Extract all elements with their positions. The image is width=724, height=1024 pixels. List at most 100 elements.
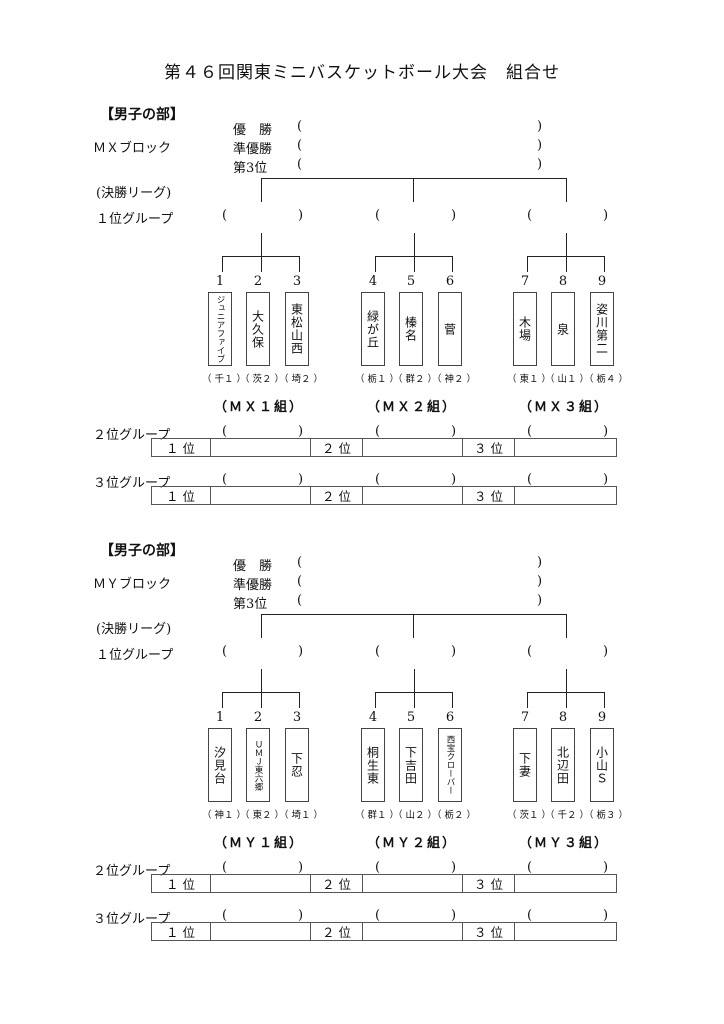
pool-bracket-mid-drop: [414, 256, 415, 272]
rank1-entry[interactable]: [211, 438, 311, 457]
team-number: 2: [253, 274, 263, 289]
team-name-box: ジュニアファイブ: [208, 292, 232, 366]
pool-bracket-stem: [566, 669, 567, 693]
pool-name: （ＭＸ１組）: [214, 400, 305, 415]
team-prefecture: （ 茨１ ）: [507, 810, 552, 821]
team-prefecture: （ 栃３ ）: [584, 810, 629, 821]
rank3-label: ３ 位: [463, 874, 515, 893]
rank2-label: ２ 位: [311, 438, 363, 457]
group1-close-paren: ): [451, 208, 457, 223]
result-open-paren: (: [297, 593, 303, 608]
team-name-box: 下妻: [513, 728, 537, 802]
group1-open-paren: (: [375, 644, 381, 659]
pool-name: （ＭＹ１組）: [214, 836, 305, 851]
result-close-paren: ): [537, 119, 543, 134]
rank2-entry[interactable]: [363, 438, 463, 457]
pool-bracket-right-drop: [299, 256, 300, 272]
rank2-entry[interactable]: [363, 922, 463, 941]
group3-close-paren: ): [451, 908, 457, 923]
team-number: 8: [558, 710, 568, 725]
group1-open-paren: (: [222, 644, 228, 659]
block-name: ＭＹブロック: [93, 577, 172, 592]
pool-bracket-hline: [375, 692, 452, 693]
third-place-label: 第3位: [233, 161, 268, 176]
team-number: 9: [597, 274, 607, 289]
group3-close-paren: ): [298, 472, 304, 487]
pool-bracket-right-drop: [604, 256, 605, 272]
third-place-label: 第3位: [233, 597, 268, 612]
pool-bracket-mid-drop: [566, 256, 567, 272]
result-open-paren: (: [297, 119, 303, 134]
pool-bracket-right-drop: [452, 692, 453, 708]
team-name-box: 北辺田: [551, 728, 575, 802]
rank1-entry[interactable]: [211, 874, 311, 893]
group2-ranking-row: [151, 438, 617, 457]
rank3-entry[interactable]: [515, 874, 617, 893]
group1-open-paren: (: [527, 644, 533, 659]
result-open-paren: (: [297, 138, 303, 153]
team-number: 8: [558, 274, 568, 289]
rank3-entry[interactable]: [515, 922, 617, 941]
rank1-label: １ 位: [151, 874, 211, 893]
pool-bracket-stem: [566, 233, 567, 257]
group2-label: ２位グループ: [93, 428, 171, 443]
pool-bracket-mid-drop: [566, 692, 567, 708]
team-number: 5: [406, 710, 416, 725]
final-bracket-center-stem: [413, 614, 414, 638]
team-prefecture: （ 千２ ）: [545, 810, 590, 821]
group2-label: ２位グループ: [93, 864, 171, 879]
group2-open-paren: (: [222, 860, 228, 875]
team-name-box: 姿川第二: [590, 292, 614, 366]
team-name-box: 菅: [438, 292, 462, 366]
group2-close-paren: ): [451, 860, 457, 875]
rank2-label: ２ 位: [311, 922, 363, 941]
group3-open-paren: (: [527, 908, 533, 923]
team-prefecture: （ 山１ ）: [545, 374, 590, 385]
result-open-paren: (: [297, 157, 303, 172]
group2-close-paren: ): [298, 860, 304, 875]
group1-close-paren: ): [603, 644, 609, 659]
team-prefecture: （ 栃１ ）: [355, 374, 400, 385]
team-prefecture: （ 栃２ ）: [432, 810, 477, 821]
rank3-label: ３ 位: [463, 922, 515, 941]
page-title: 第４６回関東ミニバスケットボール大会 組合せ: [164, 63, 560, 83]
final-bracket-right-drop: [566, 614, 567, 638]
group2-close-paren: ): [298, 424, 304, 439]
pool-bracket-hline: [222, 692, 299, 693]
group3-close-paren: ): [451, 472, 457, 487]
rank2-entry[interactable]: [363, 874, 463, 893]
group2-close-paren: ): [603, 860, 609, 875]
rank3-entry[interactable]: [515, 486, 617, 505]
team-prefecture: （ 群１ ）: [355, 810, 400, 821]
rank1-label: １ 位: [151, 438, 211, 457]
rank1-label: １ 位: [151, 922, 211, 941]
runner-up-label: 準優勝: [233, 142, 273, 157]
result-close-paren: ): [537, 555, 543, 570]
team-number: 9: [597, 710, 607, 725]
team-number: 4: [368, 274, 378, 289]
rank1-entry[interactable]: [211, 486, 311, 505]
team-number: 7: [520, 274, 530, 289]
team-prefecture: （ 埼２ ）: [279, 374, 324, 385]
team-number: 2: [253, 710, 263, 725]
pool-bracket-left-drop: [527, 256, 528, 272]
section-heading: 【男子の部】: [100, 543, 184, 559]
group2-close-paren: ): [451, 424, 457, 439]
team-number: 3: [292, 274, 302, 289]
team-name-box: 泉: [551, 292, 575, 366]
rank3-entry[interactable]: [515, 438, 617, 457]
group1-open-paren: (: [222, 208, 228, 223]
team-name-box: ＵＭＪ東六郷: [246, 728, 270, 802]
result-open-paren: (: [297, 574, 303, 589]
pool-bracket-stem: [261, 233, 262, 257]
team-name-box: 下吉田: [399, 728, 423, 802]
pool-bracket-left-drop: [527, 692, 528, 708]
pool-name: （ＭＸ３組）: [519, 400, 610, 415]
rank1-entry[interactable]: [211, 922, 311, 941]
team-prefecture: （ 神１ ）: [202, 810, 247, 821]
team-number: 1: [215, 274, 225, 289]
group1-open-paren: (: [527, 208, 533, 223]
pool-bracket-right-drop: [452, 256, 453, 272]
rank2-entry[interactable]: [363, 486, 463, 505]
rank3-label: ３ 位: [463, 486, 515, 505]
